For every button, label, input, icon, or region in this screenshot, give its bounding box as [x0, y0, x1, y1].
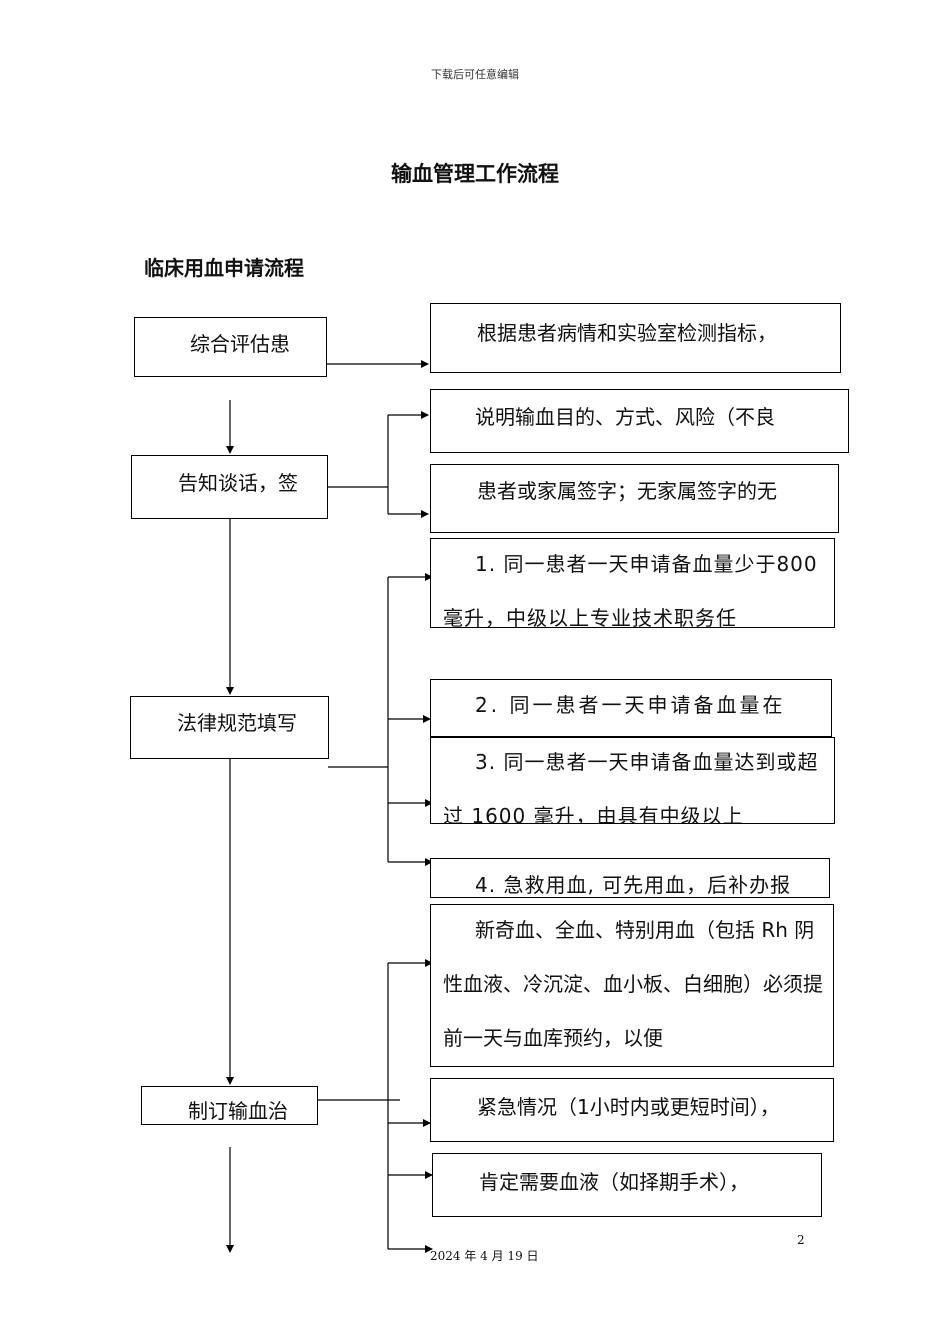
rule-4-text: 4. 急救用血, 可先用血，后补办报: [475, 873, 792, 897]
emergency-text: 紧急情况（1小时内或更短时间），: [477, 1095, 780, 1119]
special-blood-text: 新奇血、全血、特别用血（包括 Rh 阴性血液、冷沉淀、血小板、白细胞）必须提前一…: [443, 918, 823, 1050]
footer-date: 2024 年 4 月 19 日: [430, 1249, 539, 1263]
assess-patient-box: 综合评估患: [134, 317, 327, 377]
fill-form-box: 法律规范填写: [130, 696, 329, 759]
section-title: 临床用血申请流程: [144, 256, 304, 280]
step-assess-detail-box: 根据患者病情和实验室检测指标，: [430, 303, 841, 373]
assess-patient-label: 综合评估患: [190, 332, 290, 356]
document-title: 输血管理工作流程: [391, 162, 559, 186]
step-purpose-detail-text: 说明输血目的、方式、风险（不良: [475, 405, 775, 429]
step-signature-detail-box: 患者或家属签字；无家属签字的无: [430, 464, 839, 533]
rule-2-text: 2. 同一患者一天申请备血量在: [475, 693, 786, 717]
inform-consent-box: 告知谈话，签: [131, 455, 328, 519]
fill-form-label: 法律规范填写: [177, 711, 297, 735]
step-signature-detail-text: 患者或家属签字；无家属签字的无: [477, 479, 777, 503]
rule-1-box: 1. 同一患者一天申请备血量少于800 毫升，中级以上专业技术职务任: [430, 538, 835, 628]
rule-3-box: 3. 同一患者一天申请备血量达到或超过 1600 毫升，由具有中级以上: [430, 737, 835, 824]
transfusion-plan-box: 制订输血治: [141, 1086, 318, 1125]
rule-1-text: 1. 同一患者一天申请备血量少于800 毫升，中级以上专业技术职务任: [443, 552, 818, 628]
step-purpose-detail-box: 说明输血目的、方式、风险（不良: [430, 389, 849, 453]
rule-2-box: 2. 同一患者一天申请备血量在: [430, 679, 832, 737]
elective-box: 肯定需要血液（如择期手术），: [432, 1153, 822, 1217]
rule-3-text: 3. 同一患者一天申请备血量达到或超过 1600 毫升，由具有中级以上: [443, 750, 819, 824]
step-assess-detail-text: 根据患者病情和实验室检测指标，: [477, 321, 777, 345]
rule-4-box: 4. 急救用血, 可先用血，后补办报: [430, 858, 830, 898]
page-header: 下载后可任意编辑: [431, 68, 519, 81]
transfusion-plan-label: 制订输血治: [188, 1099, 288, 1123]
inform-consent-label: 告知谈话，签: [178, 471, 298, 495]
elective-text: 肯定需要血液（如择期手术），: [479, 1170, 749, 1194]
special-blood-box: 新奇血、全血、特别用血（包括 Rh 阴性血液、冷沉淀、血小板、白细胞）必须提前一…: [430, 904, 834, 1067]
page-number: 2: [797, 1233, 805, 1247]
emergency-box: 紧急情况（1小时内或更短时间），: [430, 1078, 834, 1142]
